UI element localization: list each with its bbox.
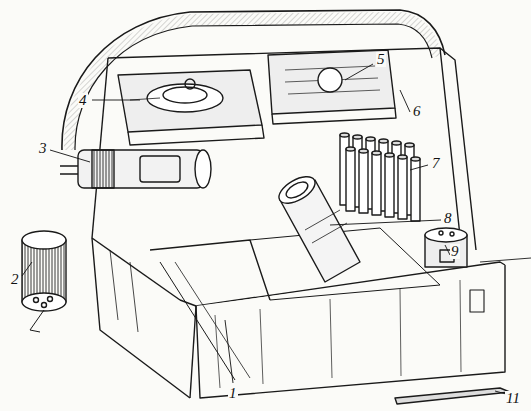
heater-device [425, 228, 467, 267]
instruction-booklets [268, 50, 396, 124]
tube-cap [398, 155, 407, 159]
tube-cap [379, 139, 388, 143]
flashlight [275, 171, 360, 282]
callout-number: 8 [443, 211, 453, 226]
tube-cap [359, 149, 368, 153]
tube [346, 149, 355, 211]
tube-cap [340, 133, 349, 137]
callout-number: 2 [10, 272, 20, 287]
tube-cap [411, 157, 420, 161]
tube-cap [346, 147, 355, 151]
spatula [395, 388, 510, 404]
tube-cap [405, 143, 414, 147]
case-front-wall [180, 262, 505, 398]
tube [385, 155, 394, 217]
tube [398, 157, 407, 219]
tube-cap [385, 153, 394, 157]
carrying-strap [62, 10, 445, 150]
callout-number: 4 [78, 93, 88, 108]
tube [372, 153, 381, 215]
tube [359, 151, 368, 213]
hand-pump [60, 150, 211, 188]
heater-drum [22, 231, 66, 332]
callout-number: 9 [450, 244, 460, 259]
leader-line [480, 258, 531, 262]
instrument-box [118, 70, 264, 145]
leader-lines [22, 64, 506, 394]
tube-cap [372, 151, 381, 155]
callout-number: 1 [228, 386, 238, 401]
tube-cap [353, 135, 362, 139]
callout-number: 6 [412, 104, 422, 119]
callout-number: 5 [376, 52, 386, 67]
callout-number: 7 [431, 156, 441, 171]
tube-cap [366, 137, 375, 141]
center-compartment [150, 228, 440, 380]
tube-cap [392, 141, 401, 145]
callout-number: 11 [505, 391, 521, 406]
indicator-tubes [340, 133, 420, 221]
callout-number: 3 [38, 141, 48, 156]
